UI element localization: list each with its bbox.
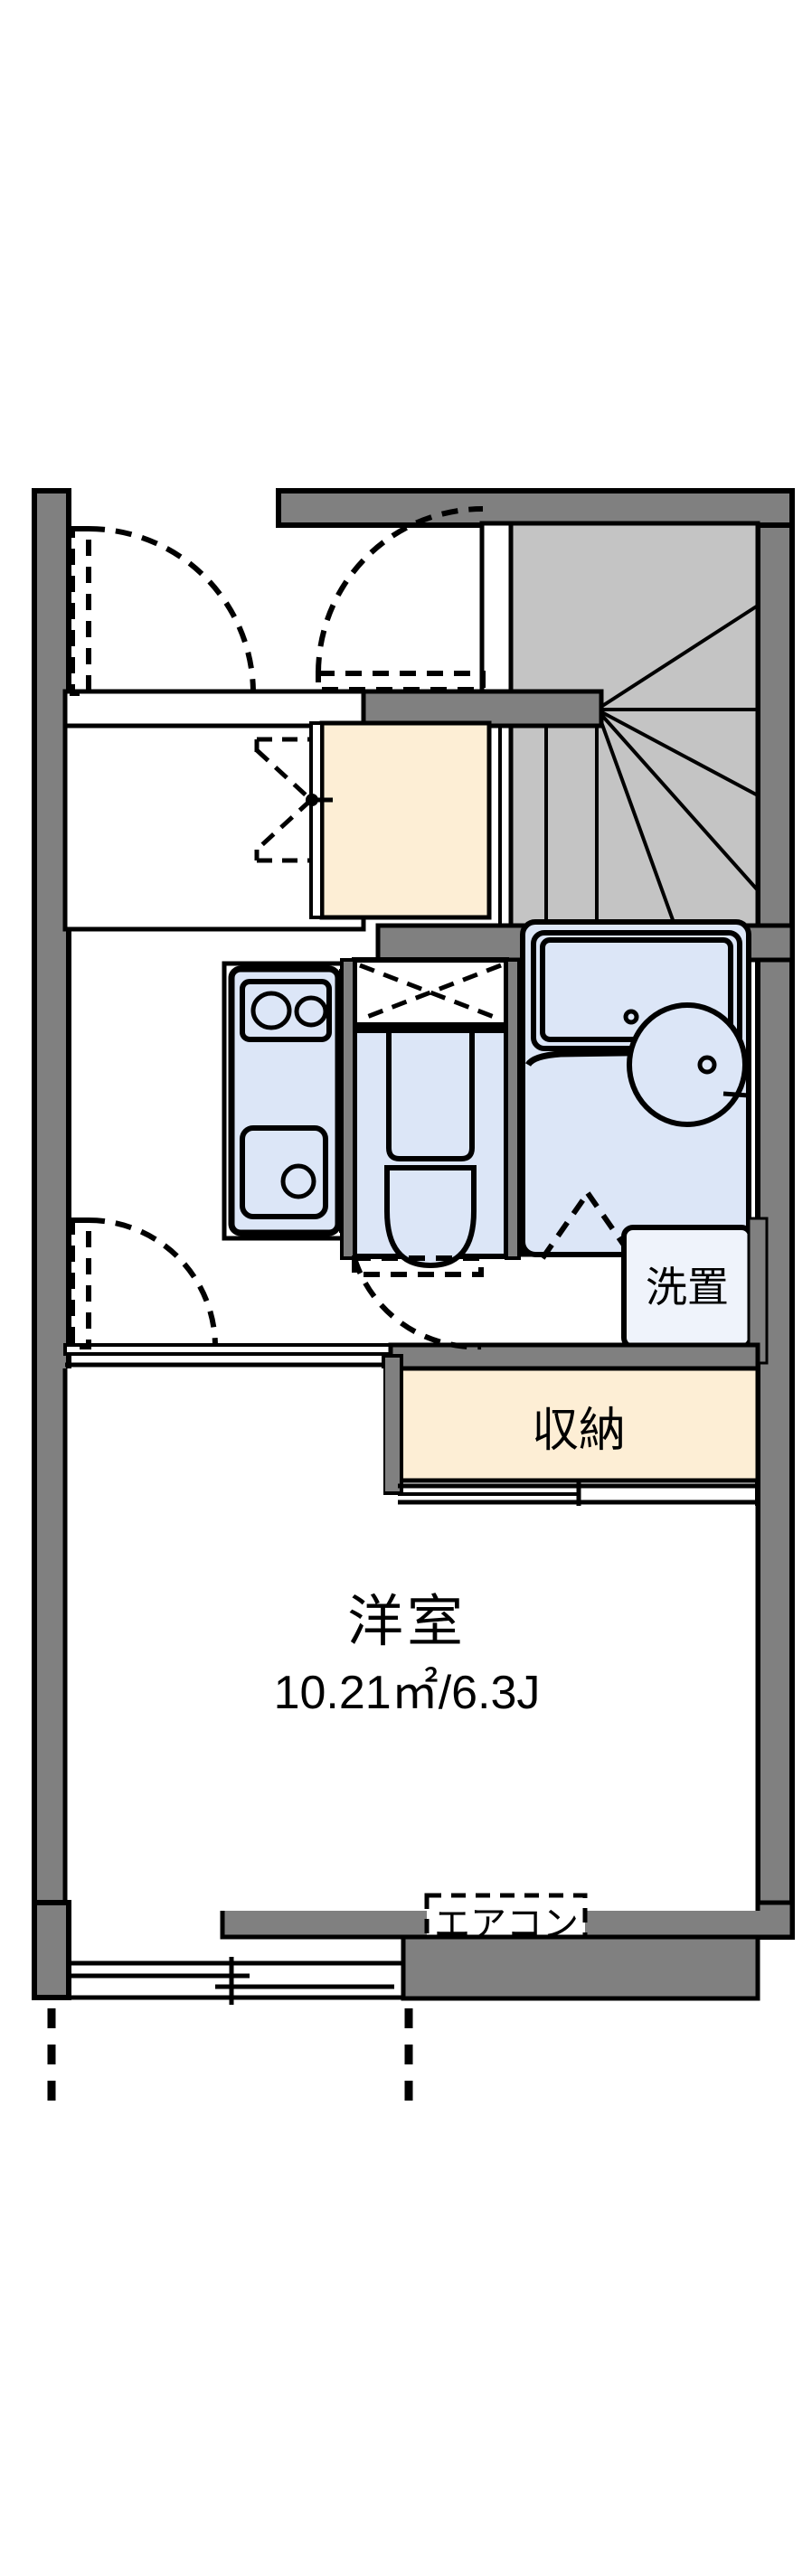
- closet-label: 収納: [532, 1405, 626, 1457]
- entry-door-swing-arc: [88, 526, 256, 694]
- hall-door-swing-arc: [316, 506, 484, 674]
- wall-closet-top: [388, 1342, 760, 1371]
- wall-window-right-run: [401, 1934, 760, 2001]
- entrance-closet-jamb: [309, 721, 324, 919]
- hall-door-leaf: [316, 671, 486, 692]
- washer-space: 洗置: [621, 1217, 769, 1365]
- washer-space-label: 洗置: [646, 1264, 729, 1311]
- toilet-room: [340, 957, 521, 1269]
- entrance-closet-floor: [319, 720, 492, 920]
- closet-sliding-door[interactable]: [398, 1479, 758, 1509]
- entrance-door[interactable]: [70, 526, 256, 696]
- room-door[interactable]: [70, 1217, 218, 1349]
- toilet-door[interactable]: [352, 1255, 484, 1350]
- room-door-swing-arc: [88, 1217, 218, 1348]
- toilet-bowl-icon: [384, 1165, 477, 1269]
- washbasin-bowl: [627, 1002, 748, 1127]
- balcony-window[interactable]: [66, 1957, 406, 2005]
- wall-window-left-nub: [32, 1900, 71, 2000]
- window-frame: [66, 1960, 406, 2000]
- balcony-outline: [47, 2008, 413, 2106]
- closet: 収納: [382, 1354, 760, 1509]
- stove-burner-small-icon: [294, 995, 328, 1028]
- main-room-area-label: 10.21㎡/6.3J: [274, 1666, 541, 1719]
- wall-washer-right: [747, 1217, 769, 1365]
- stair-side-gap: [479, 521, 514, 702]
- entrance-closet: [309, 720, 492, 920]
- wall-toilet-left: [340, 958, 356, 1260]
- stairs-treads: [498, 604, 760, 961]
- main-room-floor-right: [383, 1506, 758, 1911]
- kitchen-unit: [222, 961, 346, 1241]
- washbasin-drain-icon: [697, 1055, 717, 1075]
- main-room-floor-left: [65, 1368, 383, 1911]
- wall-toilet-right: [505, 958, 521, 1260]
- bath-door-leaf: [540, 1191, 590, 1260]
- entry-door-leaf: [70, 526, 91, 696]
- main-room: 洋室 10.21㎡/6.3J: [62, 1368, 760, 1911]
- room-door-leaf: [70, 1217, 91, 1349]
- closet-folding-door[interactable]: [254, 737, 313, 863]
- wall-top-exterior: [276, 488, 795, 528]
- entry-threshold: [62, 689, 366, 729]
- toilet-cistern: [386, 1028, 475, 1161]
- vanity-counter-edge: [525, 1048, 742, 1067]
- sink-drain-icon: [280, 1163, 316, 1199]
- vanity-counter-edge-right: [722, 1091, 750, 1098]
- stove-burner-large-icon: [250, 991, 292, 1030]
- bathroom: [520, 919, 751, 1257]
- wall-closet-left: [382, 1354, 403, 1495]
- wall-right-exterior: [755, 488, 795, 1940]
- hall-door[interactable]: [316, 506, 486, 692]
- toilet-door-swing-arc: [352, 1257, 482, 1350]
- wall-stair-landing: [359, 689, 604, 729]
- bathtub-drain-icon: [623, 1009, 639, 1025]
- hall-threshold: [63, 1343, 392, 1356]
- main-room-label: 洋室: [347, 1591, 467, 1653]
- closet-floor: [395, 1366, 760, 1483]
